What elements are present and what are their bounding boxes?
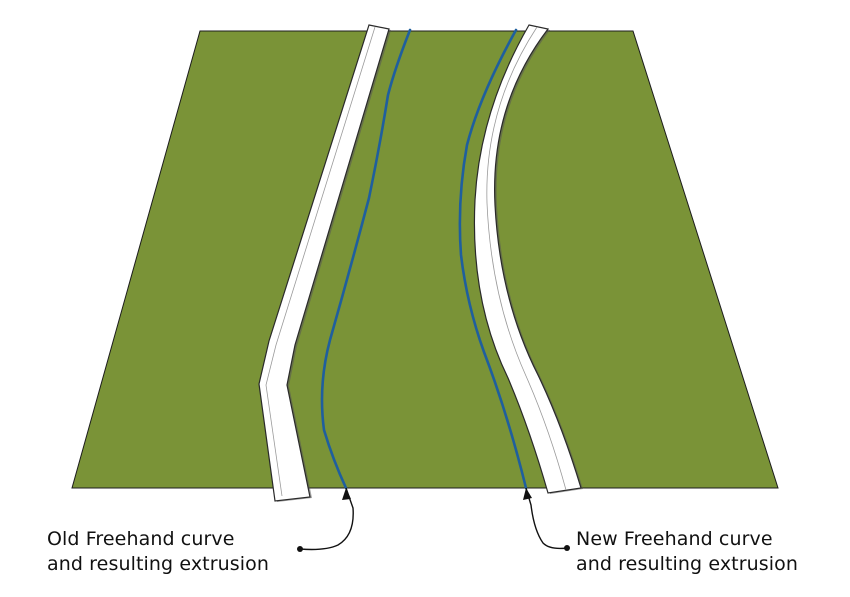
new-label-leader: [523, 487, 570, 551]
new-curve-label-line2: and resulting extrusion: [576, 553, 799, 575]
new-curve-label-line1: New Freehand curve: [576, 528, 773, 550]
old-curve-label-line1: Old Freehand curve: [47, 528, 235, 550]
old-label-leader: [297, 487, 354, 552]
old-strip-body: [258, 24, 390, 502]
old-freehand-curve: [320, 28, 412, 490]
old-strip-inner-edge: [265, 26, 376, 497]
old-extrusion-strip: [258, 24, 391, 502]
old-curve-label: Old Freehand curve and resulting extrusi…: [47, 527, 269, 577]
new-strip-inner-edge: [486, 26, 567, 491]
ground-plane: [71, 30, 779, 489]
old-curve-label-line2: and resulting extrusion: [47, 553, 270, 575]
new-freehand-curve: [458, 28, 528, 490]
new-extrusion-strip: [473, 24, 583, 494]
new-curve-label: New Freehand curve and resulting extrusi…: [576, 527, 798, 577]
new-strip-body: [473, 24, 582, 494]
